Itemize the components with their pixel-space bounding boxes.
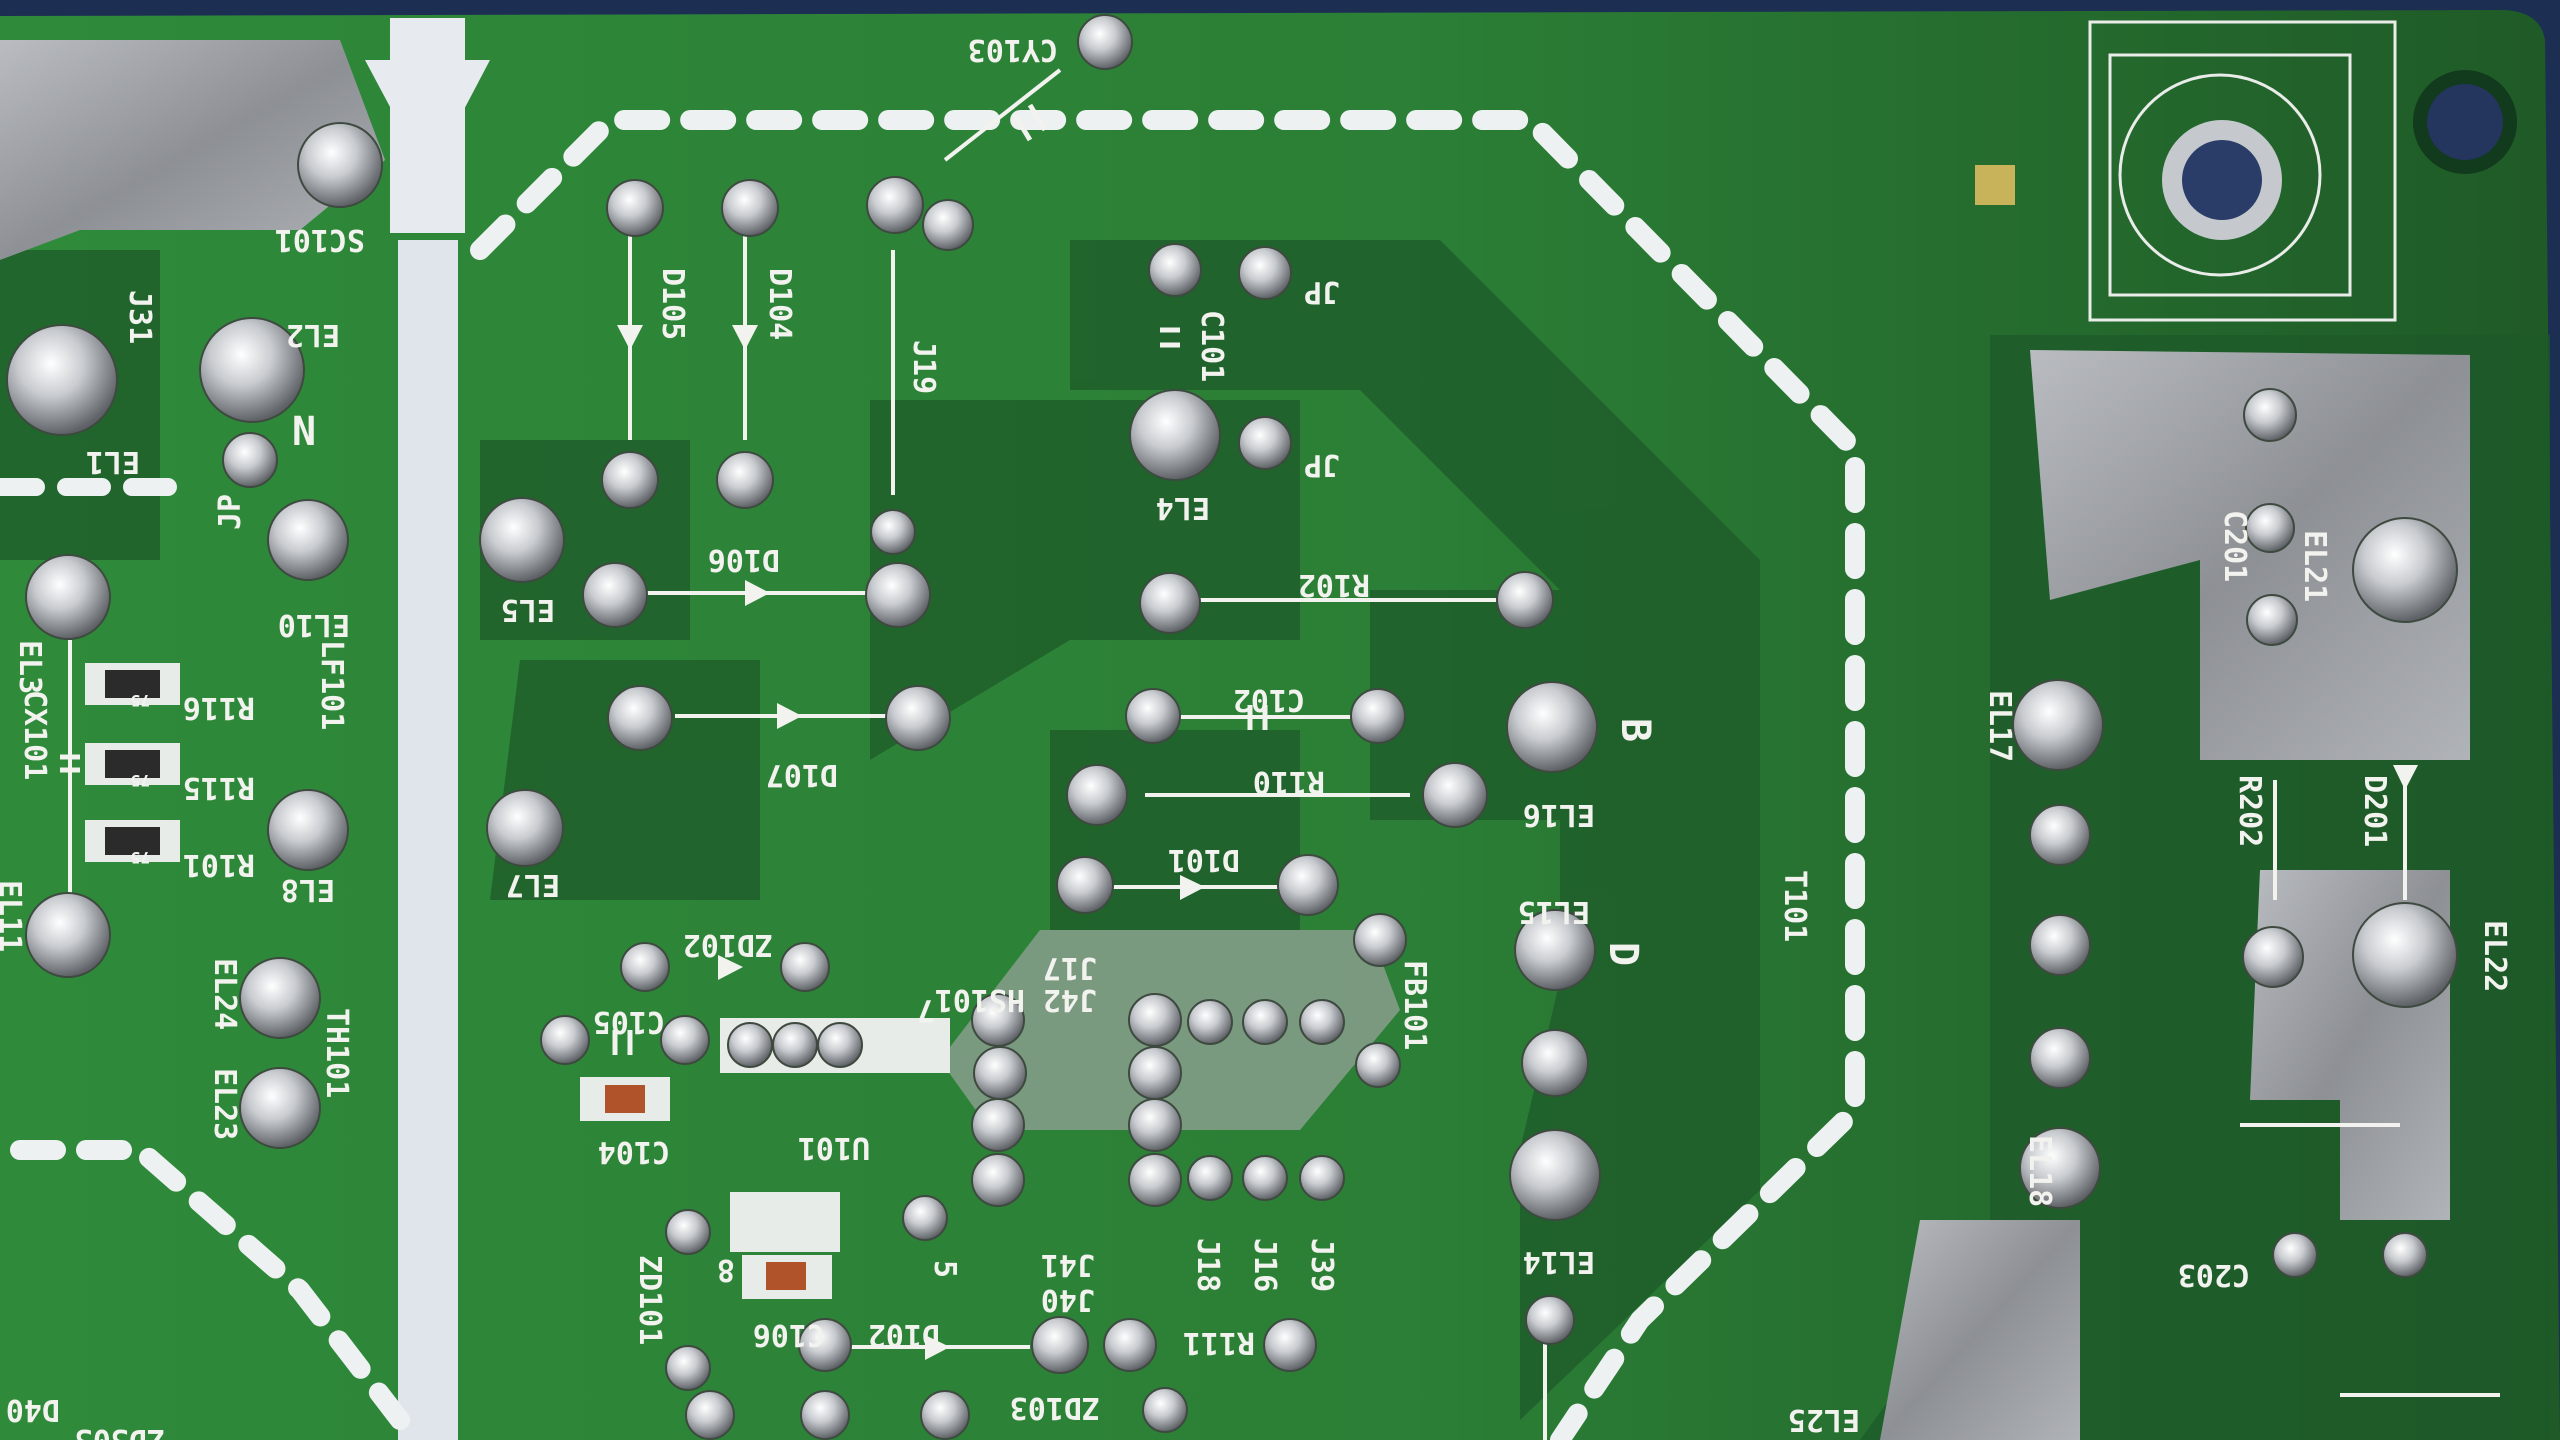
label-r116: R116 [183, 690, 255, 725]
label-el8: EL8 [281, 872, 335, 907]
label-cx101: CX101 [17, 690, 52, 780]
label-t101: T101 [1777, 870, 1812, 942]
label-el22: EL22 [2477, 920, 2512, 992]
label-d106: D106 [708, 542, 780, 577]
label-r111: R111 [1183, 1325, 1255, 1360]
smd-resistors [85, 663, 832, 1299]
label-sc101: SC101 [275, 222, 365, 257]
label-fb101: FB101 [1397, 960, 1432, 1050]
label-n: N [292, 409, 316, 455]
label-r116-val: 75 [131, 691, 150, 710]
label-c203: C203 [2178, 1257, 2250, 1292]
label-c105: C105 [593, 1004, 665, 1039]
label-r110: R110 [1253, 764, 1325, 799]
label-j16: J16 [1247, 1238, 1282, 1292]
tinned-pad-right-large [2030, 350, 2470, 760]
label-c106: C106 [753, 1317, 825, 1352]
tinned-pad-bottom [1880, 1220, 2080, 1440]
tinned-pad-left-top [0, 40, 385, 260]
label-d105: D105 [655, 268, 690, 340]
label-j17: J17 [1043, 950, 1097, 985]
label-d: D [1600, 942, 1646, 966]
label-zd303: ZD303 [75, 1422, 165, 1440]
label-zd101: ZD101 [632, 1255, 667, 1345]
label-b: B [1612, 718, 1658, 742]
label-c201: C201 [2217, 510, 2252, 582]
label-cy103: CY103 [968, 32, 1058, 67]
label-pin7: 7 [917, 992, 935, 1027]
isolation-outline-primary [470, 110, 1865, 1440]
label-d201: D201 [2357, 775, 2392, 847]
label-el25: EL25 [1788, 1402, 1860, 1437]
label-jp2: JP [1304, 274, 1340, 309]
label-j41: J41 [1041, 1247, 1095, 1282]
label-el4: EL4 [1156, 490, 1210, 525]
label-r101-val: 75 [131, 848, 150, 867]
label-el3: EL3 [12, 640, 47, 694]
smd-pad-pair [1975, 165, 2015, 205]
isolation-band-lower [398, 240, 458, 1440]
label-el16: EL16 [1523, 797, 1595, 832]
label-j31: J31 [122, 290, 157, 344]
label-u101: U101 [798, 1130, 870, 1165]
label-jp3: JP [1304, 447, 1340, 482]
capacitor-symbols [60, 103, 1268, 1055]
label-el15: EL15 [1518, 894, 1590, 929]
label-th101: TH101 [319, 1008, 354, 1098]
label-j40: J40 [1041, 1282, 1095, 1317]
label-c104: C104 [598, 1134, 670, 1169]
label-r102: R102 [1298, 567, 1370, 602]
isolation-outline-left-bottom [10, 1140, 410, 1430]
solder-joints [6, 14, 2458, 1440]
arrow-marker [365, 60, 490, 178]
label-el23: EL23 [207, 1068, 242, 1140]
label-el1: EL1 [86, 444, 140, 479]
diode-symbols [617, 325, 2418, 1360]
mounting-hole-fabric [2427, 84, 2503, 160]
label-el14: EL14 [1523, 1244, 1595, 1279]
label-c101: C101 [1194, 310, 1229, 382]
transformer-footprint-inner [2108, 53, 2352, 297]
label-r115-val: 75 [131, 771, 150, 790]
label-el18: EL18 [2022, 1135, 2057, 1207]
label-d104: D104 [762, 268, 797, 340]
label-d107: D107 [766, 757, 838, 792]
label-c102: C102 [1233, 682, 1305, 717]
label-el21: EL21 [2297, 530, 2332, 602]
label-pin5: 5 [927, 1260, 962, 1278]
label-el7: EL7 [506, 867, 560, 902]
transformer-ring [2118, 73, 2322, 277]
label-d101: D101 [1168, 842, 1240, 877]
label-j39: J39 [1304, 1238, 1339, 1292]
label-el17: EL17 [1982, 690, 2017, 762]
label-el10: EL10 [278, 607, 350, 642]
label-el11: EL11 [0, 880, 27, 952]
label-j19: J19 [906, 340, 941, 394]
label-el2: EL2 [286, 317, 340, 352]
label-zd102: ZD102 [683, 927, 773, 962]
transformer-center-fabric [2182, 140, 2262, 220]
label-hs101: HS101 [935, 982, 1025, 1017]
transformer-footprint [2088, 20, 2397, 322]
label-j18: J18 [1190, 1238, 1225, 1292]
label-el5: EL5 [501, 592, 555, 627]
pin-header-small [730, 1192, 840, 1252]
label-lf101: LF101 [314, 640, 349, 730]
label-jp1: JP [213, 494, 248, 530]
label-el24: EL24 [207, 958, 242, 1030]
label-d102: D102 [868, 1317, 940, 1352]
label-zd103: ZD103 [1010, 1390, 1100, 1425]
label-d40: D40 [6, 1392, 60, 1427]
label-r115: R115 [183, 770, 255, 805]
label-pin8: 8 [717, 1252, 735, 1287]
label-r202: R202 [2232, 775, 2267, 847]
label-j42: J42 [1043, 982, 1097, 1017]
label-r101: R101 [183, 847, 255, 882]
silkscreen-labels: CY103 SC101 J31 EL1 EL2 N JP EL10 R116 R… [0, 32, 2512, 1440]
